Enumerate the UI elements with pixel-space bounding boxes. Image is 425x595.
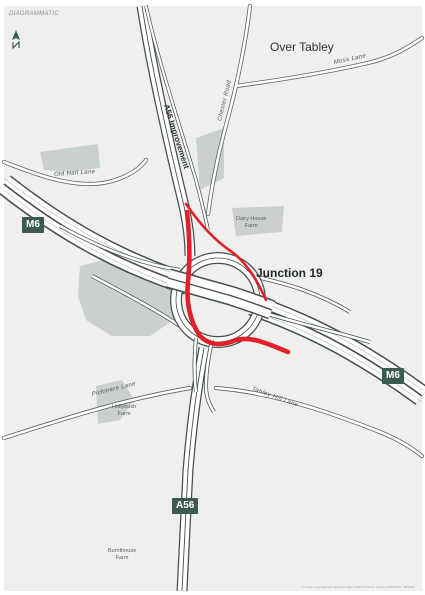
- burnthouse-farm-label: Burnthouse Farm: [108, 548, 137, 561]
- hollybush-farm-label: Hollybush Farm: [112, 404, 137, 417]
- place-over-tabley: Over Tabley: [270, 40, 334, 54]
- improvement-western-link: [184, 209, 291, 355]
- junction-19-label: Junction 19: [256, 266, 323, 280]
- a56-south-links: [192, 337, 216, 414]
- woodland-dairy: [232, 206, 284, 236]
- m6-east-shield: M6: [382, 368, 404, 384]
- a56-improvement-route: [184, 202, 291, 355]
- dairy-house-farm-label: Dairy House Farm: [236, 216, 267, 229]
- m6-west-shield: M6: [22, 217, 44, 233]
- woodland-old-hall: [40, 144, 100, 172]
- north-arrow-icon: [12, 30, 20, 50]
- diagrammatic-label: DIAGRAMMATIC: [9, 11, 59, 17]
- minor-roads: [1, 3, 425, 459]
- woodland-hollybush: [96, 380, 134, 424]
- a56-south-shield: A56: [172, 498, 199, 514]
- copyright-notice: © Crown copyright and database rights 20…: [301, 585, 415, 589]
- woodland-chester: [196, 128, 224, 190]
- improvement-northern-link: [184, 202, 268, 302]
